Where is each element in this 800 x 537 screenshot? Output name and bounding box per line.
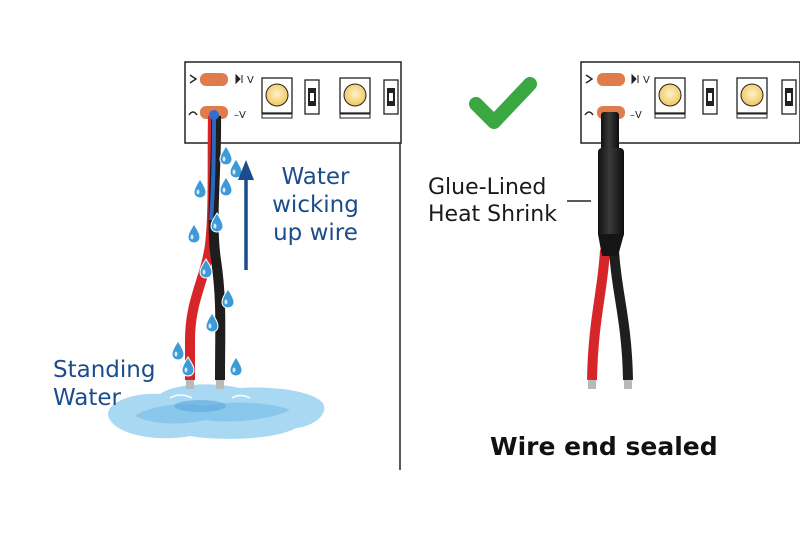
label-line: Water	[53, 385, 121, 411]
label-line: Heat Shrink	[428, 202, 557, 227]
led-chip	[654, 77, 686, 119]
resistor-chip	[383, 79, 399, 115]
glue-lined-heat-shrink	[598, 112, 624, 256]
heat-shrink-label: Glue-Lined Heat Shrink	[428, 174, 563, 228]
left-led-strip: V –V	[184, 61, 402, 144]
wire-end-sealed-caption: Wire end sealed	[490, 432, 718, 461]
right-wires	[587, 249, 633, 389]
strip-label-bottom: –V	[234, 110, 246, 121]
left-wires	[185, 110, 226, 389]
resistor-chip	[781, 79, 797, 115]
positive-solder-pad	[200, 73, 228, 86]
black-wire	[609, 249, 633, 381]
water-droplets	[171, 145, 243, 377]
led-chip	[736, 77, 768, 119]
red-wire	[185, 115, 218, 380]
resistor-chip	[304, 79, 320, 115]
standing-water-puddle	[108, 384, 325, 439]
red-wire	[587, 249, 610, 381]
strip-label-top: V	[643, 75, 650, 86]
strip-label-bottom: –V	[630, 110, 642, 121]
led-chip	[261, 77, 293, 119]
label-line: Glue-Lined	[428, 175, 547, 200]
standing-water-label: Standing Water	[53, 356, 173, 412]
resistor-chip	[702, 79, 718, 115]
label-line: wicking	[272, 192, 359, 218]
right-led-strip: V –V	[580, 61, 800, 144]
label-line: Water	[281, 164, 350, 190]
led-chip	[339, 77, 371, 119]
positive-solder-pad	[597, 73, 625, 86]
check-icon	[469, 77, 537, 129]
water-wicking-label: Water wicking up wire	[268, 163, 363, 247]
strip-label-top: V	[247, 75, 254, 86]
wicking-arrow	[238, 160, 254, 270]
label-line: up wire	[273, 220, 358, 246]
label-line: Standing	[53, 357, 156, 383]
